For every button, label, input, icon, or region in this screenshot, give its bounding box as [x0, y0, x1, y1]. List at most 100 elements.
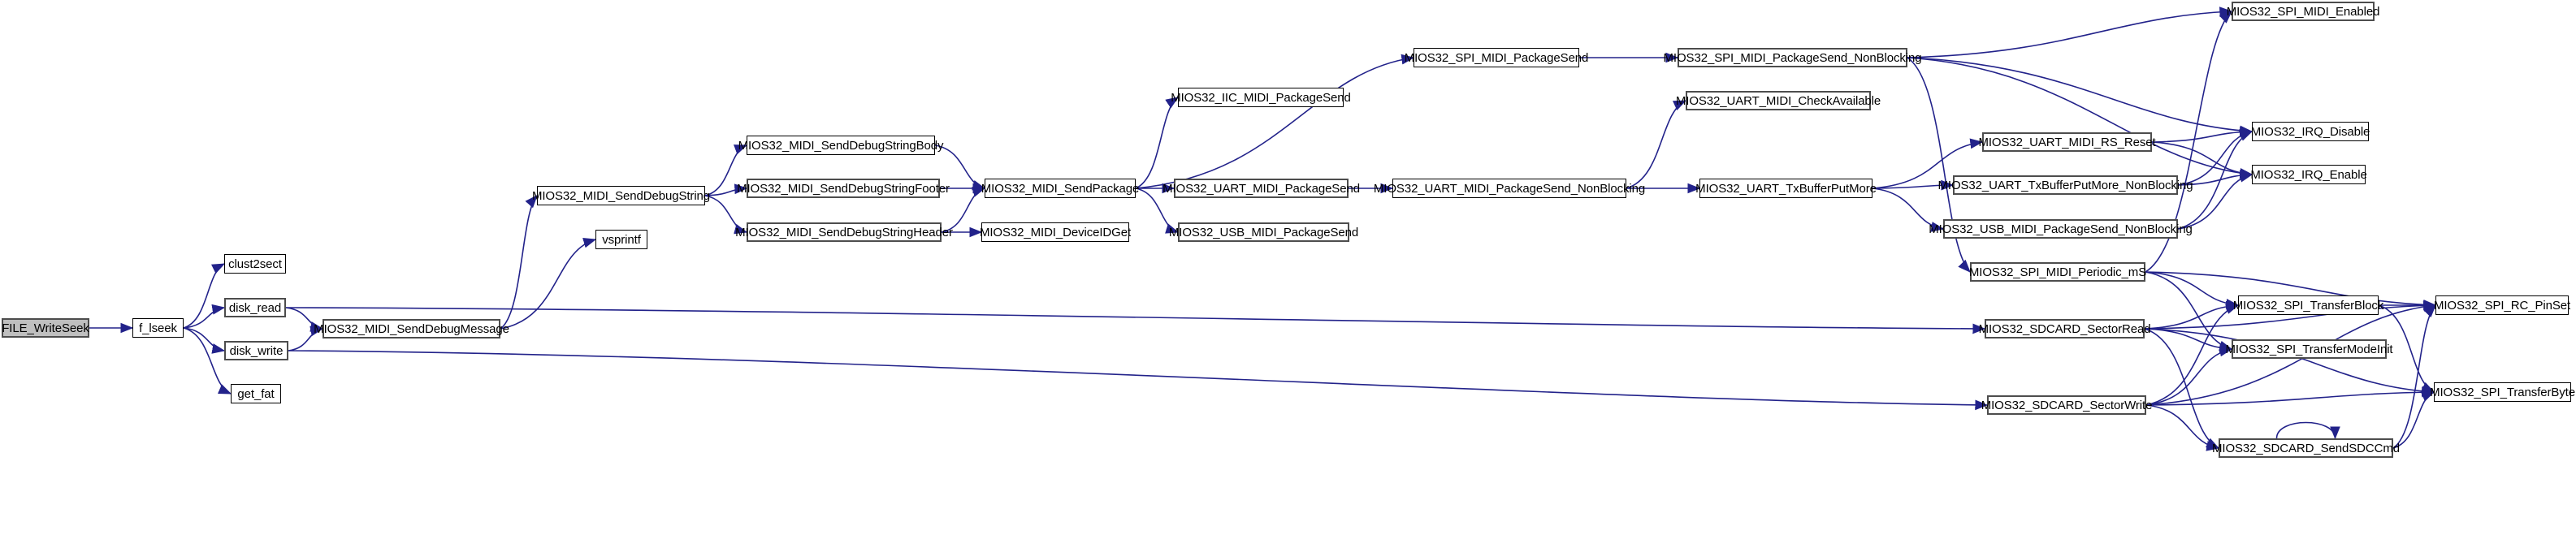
graph-node-uart_midi_rs_reset[interactable]: MIOS32_UART_MIDI_RS_Reset [1978, 132, 2156, 152]
graph-node-label: clust2sect [228, 257, 282, 271]
graph-edge-f_lseek-to-disk_write [183, 327, 226, 354]
graph-node-label: MIOS32_USB_MIDI_PackageSend_NonBlocking [1929, 222, 2193, 236]
graph-node-label: disk_read [228, 300, 282, 315]
graph-edge-disk_write-to-sdcard_sectorwrite [288, 350, 1989, 411]
graph-node-label: MIOS32_MIDI_SendDebugStringHeader [735, 225, 953, 239]
graph-edge-usb_midi_packagesend_nb-to-irq_disable [2177, 131, 2253, 230]
graph-edge-disk_read-to-midi_senddebugmessage [285, 307, 324, 332]
graph-edge-f_lseek-to-get_fat [183, 327, 232, 395]
graph-node-uart_txbufferputmore[interactable]: MIOS32_UART_TxBufferPutMore [1695, 179, 1877, 198]
graph-node-get_fat[interactable]: get_fat [231, 384, 281, 403]
graph-node-label: MIOS32_SPI_TransferBlock [2232, 298, 2384, 313]
graph-edge-uart_midi_rs_reset-to-irq_enable [2151, 141, 2253, 179]
graph-node-sdcard_sectorread[interactable]: MIOS32_SDCARD_SectorRead [1979, 319, 2151, 338]
graph-node-midi_sendpackage[interactable]: MIOS32_MIDI_SendPackage [981, 179, 1139, 198]
graph-node-label: MIOS32_MIDI_SendDebugString [531, 188, 711, 203]
graph-node-label: MIOS32_MIDI_SendPackage [981, 181, 1140, 196]
graph-edge-sdcard_sectorread-to-spi_rc_pinset [2144, 300, 2437, 330]
graph-edge-uart_txbufferputmore-to-uart_txbufferputmore_nb [1872, 179, 1955, 191]
graph-node-label: MIOS32_SPI_TransferByte [2430, 385, 2575, 399]
graph-node-spi_midi_enabled[interactable]: MIOS32_SPI_MIDI_Enabled [2227, 2, 2379, 21]
graph-node-f_lseek[interactable]: f_lseek [132, 318, 184, 338]
graph-node-clust2sect[interactable]: clust2sect [224, 254, 286, 274]
graph-node-label: MIOS32_SPI_MIDI_PackageSend [1404, 50, 1589, 65]
graph-node-label: MIOS32_SDCARD_SectorRead [1978, 321, 2151, 336]
graph-edge-sdcard_sendsdccmd-to-spi_rc_pinset [2392, 304, 2436, 449]
graph-node-label: FILE_WriteSeek [2, 321, 89, 335]
graph-node-spi_rc_pinset[interactable]: MIOS32_SPI_RC_PinSet [2434, 295, 2570, 315]
graph-edge-sdcard_sectorwrite-to-spi_transferblock [2145, 304, 2240, 406]
graph-node-label: MIOS32_USB_MIDI_PackageSend [1168, 225, 1359, 239]
graph-edge-sdcard_sectorwrite-to-spi_transferbyte [2145, 386, 2435, 406]
graph-edge-midi_senddebugmessage-to-midi_senddebugstring [500, 195, 538, 330]
graph-node-irq_enable[interactable]: MIOS32_IRQ_Enable [2250, 165, 2367, 184]
graph-node-label: MIOS32_IIC_MIDI_PackageSend [1171, 90, 1351, 105]
graph-edge-sdcard_sectorread-to-sdcard_sendsdccmd [2144, 328, 2220, 449]
graph-node-iic_midi_packagesend[interactable]: MIOS32_IIC_MIDI_PackageSend [1171, 88, 1351, 107]
graph-edge-sdcard_sectorwrite-to-spi_transfermodeinit [2145, 346, 2233, 406]
graph-node-midi_senddebugstringfooter[interactable]: MIOS32_MIDI_SendDebugStringFooter [737, 179, 950, 198]
graph-node-uart_midi_checkavailable[interactable]: MIOS32_UART_MIDI_CheckAvailable [1676, 91, 1881, 110]
graph-node-sdcard_sendsdccmd[interactable]: MIOS32_SDCARD_SendSDCCmd [2212, 438, 2400, 458]
graph-edge-spi_midi_packagesend_nb-to-irq_disable [1907, 57, 2253, 136]
graph-edge-usb_midi_packagesend_nb-to-irq_enable [2177, 172, 2253, 230]
graph-edge-uart_txbufferputmore-to-usb_midi_packagesend_nb [1872, 188, 1945, 232]
graph-edge-uart_midi_rs_reset-to-irq_disable [2151, 127, 2253, 143]
graph-edge-spi_midi_packagesend_nb-to-irq_enable [1907, 57, 2253, 179]
graph-node-spi_transferblock[interactable]: MIOS32_SPI_TransferBlock [2233, 295, 2383, 315]
graph-node-vsprintf[interactable]: vsprintf [595, 230, 647, 249]
graph-node-label: disk_write [229, 343, 284, 358]
graph-edge-sdcard_sectorread-to-spi_transferbyte [2144, 328, 2435, 397]
graph-node-irq_disable[interactable]: MIOS32_IRQ_Disable [2250, 122, 2370, 141]
graph-node-label: MIOS32_UART_TxBufferPutMore [1695, 181, 1877, 196]
graph-node-label: MIOS32_MIDI_SendDebugStringFooter [737, 181, 950, 196]
graph-node-midi_senddebugstringbody[interactable]: MIOS32_MIDI_SendDebugStringBody [738, 136, 944, 155]
graph-node-label: vsprintf [602, 232, 641, 247]
graph-node-uart_txbufferputmore_nb[interactable]: MIOS32_UART_TxBufferPutMore_NonBlocking [1937, 175, 2193, 195]
graph-node-spi_midi_packagesend_nb[interactable]: MIOS32_SPI_MIDI_PackageSend_NonBlocking [1664, 48, 1922, 67]
graph-edge-spi_midi_packagesend_nb-to-spi_midi_periodic_ms [1907, 57, 1971, 273]
graph-node-label: MIOS32_UART_TxBufferPutMore_NonBlocking [1937, 178, 2193, 192]
graph-edge-midi_sendpackage-to-iic_midi_packagesend [1135, 97, 1180, 189]
graph-edge-sdcard_sendsdccmd-to-sdcard_sendsdccmd [2275, 421, 2340, 440]
graph-node-spi_transferbyte[interactable]: MIOS32_SPI_TransferByte [2430, 382, 2575, 402]
graph-node-label: get_fat [237, 386, 275, 401]
graph-node-spi_midi_packagesend[interactable]: MIOS32_SPI_MIDI_PackageSend [1405, 48, 1588, 67]
graph-edge-spi_midi_packagesend_nb-to-spi_midi_enabled [1907, 6, 2233, 58]
graph-node-label: MIOS32_IRQ_Enable [2250, 167, 2367, 182]
graph-node-midi_senddebugstringheader[interactable]: MIOS32_MIDI_SendDebugStringHeader [735, 222, 953, 242]
graph-node-sdcard_sectorwrite[interactable]: MIOS32_SDCARD_SectorWrite [1981, 395, 2152, 415]
graph-node-uart_midi_packagesend_nb[interactable]: MIOS32_UART_MIDI_PackageSend_NonBlocking [1374, 179, 1645, 198]
graph-node-label: MIOS32_SPI_TransferModeInit [2225, 342, 2393, 356]
graph-node-file_writeseek[interactable]: FILE_WriteSeek [2, 318, 89, 338]
graph-node-label: f_lseek [139, 321, 177, 335]
graph-edge-midi_senddebugstring-to-midi_senddebugstringbody [704, 144, 748, 196]
graph-node-label: MIOS32_MIDI_DeviceIDGet [979, 225, 1132, 239]
graph-edge-sdcard_sendsdccmd-to-spi_transferbyte [2392, 391, 2435, 449]
graph-edge-spi_transferblock-to-spi_transferbyte [2378, 304, 2435, 393]
graph-node-midi_senddebugmessage[interactable]: MIOS32_MIDI_SendDebugMessage [314, 319, 509, 338]
graph-node-usb_midi_packagesend[interactable]: MIOS32_USB_MIDI_PackageSend [1169, 222, 1358, 242]
graph-node-midi_senddebugstring[interactable]: MIOS32_MIDI_SendDebugString [532, 186, 710, 205]
graph-node-label: MIOS32_UART_MIDI_CheckAvailable [1675, 93, 1881, 108]
graph-node-spi_midi_periodic_ms[interactable]: MIOS32_SPI_MIDI_Periodic_mS [1968, 262, 2147, 282]
graph-edge-midi_sendpackage-to-usb_midi_packagesend [1135, 188, 1180, 234]
graph-edge-midi_senddebugstringbody-to-midi_sendpackage [934, 144, 986, 191]
graph-node-label: MIOS32_SPI_MIDI_Periodic_mS [1968, 265, 2147, 279]
graph-node-midi_deviceidget[interactable]: MIOS32_MIDI_DeviceIDGet [979, 222, 1132, 242]
graph-edge-spi_midi_periodic_ms-to-spi_rc_pinset [2145, 271, 2437, 310]
graph-edge-disk_read-to-sdcard_sectorread [285, 307, 1986, 334]
graph-node-label: MIOS32_IRQ_Disable [2250, 124, 2370, 139]
graph-node-disk_write[interactable]: disk_write [224, 341, 288, 360]
graph-node-disk_read[interactable]: disk_read [224, 298, 286, 317]
graph-node-label: MIOS32_UART_MIDI_PackageSend [1162, 181, 1360, 196]
graph-edge-uart_txbufferputmore_nb-to-irq_enable [2177, 170, 2253, 186]
graph-node-uart_midi_packagesend[interactable]: MIOS32_UART_MIDI_PackageSend [1162, 179, 1360, 198]
graph-node-usb_midi_packagesend_nb[interactable]: MIOS32_USB_MIDI_PackageSend_NonBlocking [1929, 219, 2193, 239]
graph-node-spi_transfermodeinit[interactable]: MIOS32_SPI_TransferModeInit [2226, 339, 2393, 359]
graph-node-label: MIOS32_SPI_MIDI_Enabled [2226, 4, 2380, 19]
graph-edge-midi_senddebugstring-to-midi_senddebugstringheader [704, 195, 748, 235]
graph-node-label: MIOS32_UART_MIDI_PackageSend_NonBlocking [1373, 181, 1646, 196]
